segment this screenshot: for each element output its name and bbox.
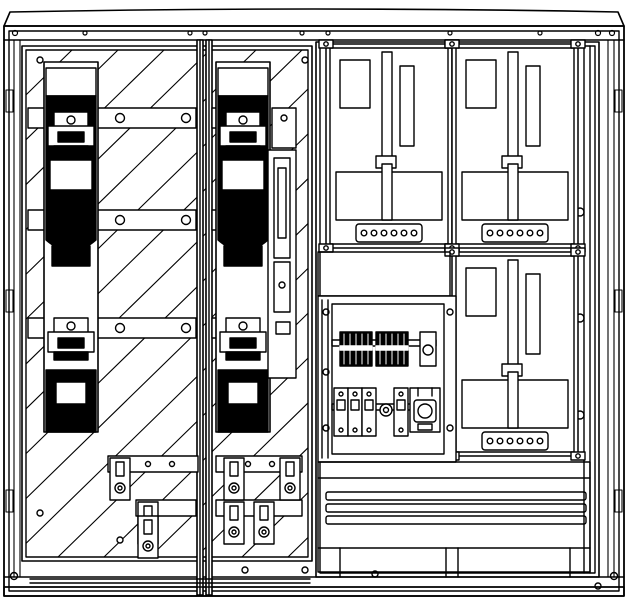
meter-panel [318,39,460,253]
blank-panel [317,251,451,297]
terminal-lug [223,501,245,545]
meter-panels [318,39,586,461]
vent-slots [325,491,587,525]
mcb-block [393,387,409,437]
terminal-lug [137,515,159,559]
fuse-link [47,317,95,361]
vent-slot [325,503,587,513]
vent-slot [325,491,587,501]
terminal-block [339,331,373,367]
terminal-lug [253,501,275,545]
terminal-lugs [107,455,303,559]
din-terminal-blocks [339,331,409,367]
meter-panel [444,39,586,253]
terminal-lug [223,457,245,501]
mcb-block [333,387,377,437]
socket-outlet [409,387,441,433]
meter-panel [444,247,586,461]
fuse-switch [43,61,99,433]
fuse-link [219,317,267,361]
din-equipment-panel [317,295,457,463]
mcb-blocks [333,387,409,437]
vent-slot [325,515,587,525]
control-module [267,107,297,379]
ventilation-panel [317,461,602,590]
fuse-link [219,111,267,155]
plinth [3,578,625,597]
terminal-lug [109,457,131,501]
terminal-lug [279,457,301,501]
fuse-switch [215,61,271,433]
fuse-switch-disconnectors [43,61,271,433]
fuse-link [47,111,95,155]
terminal-block [375,331,409,367]
